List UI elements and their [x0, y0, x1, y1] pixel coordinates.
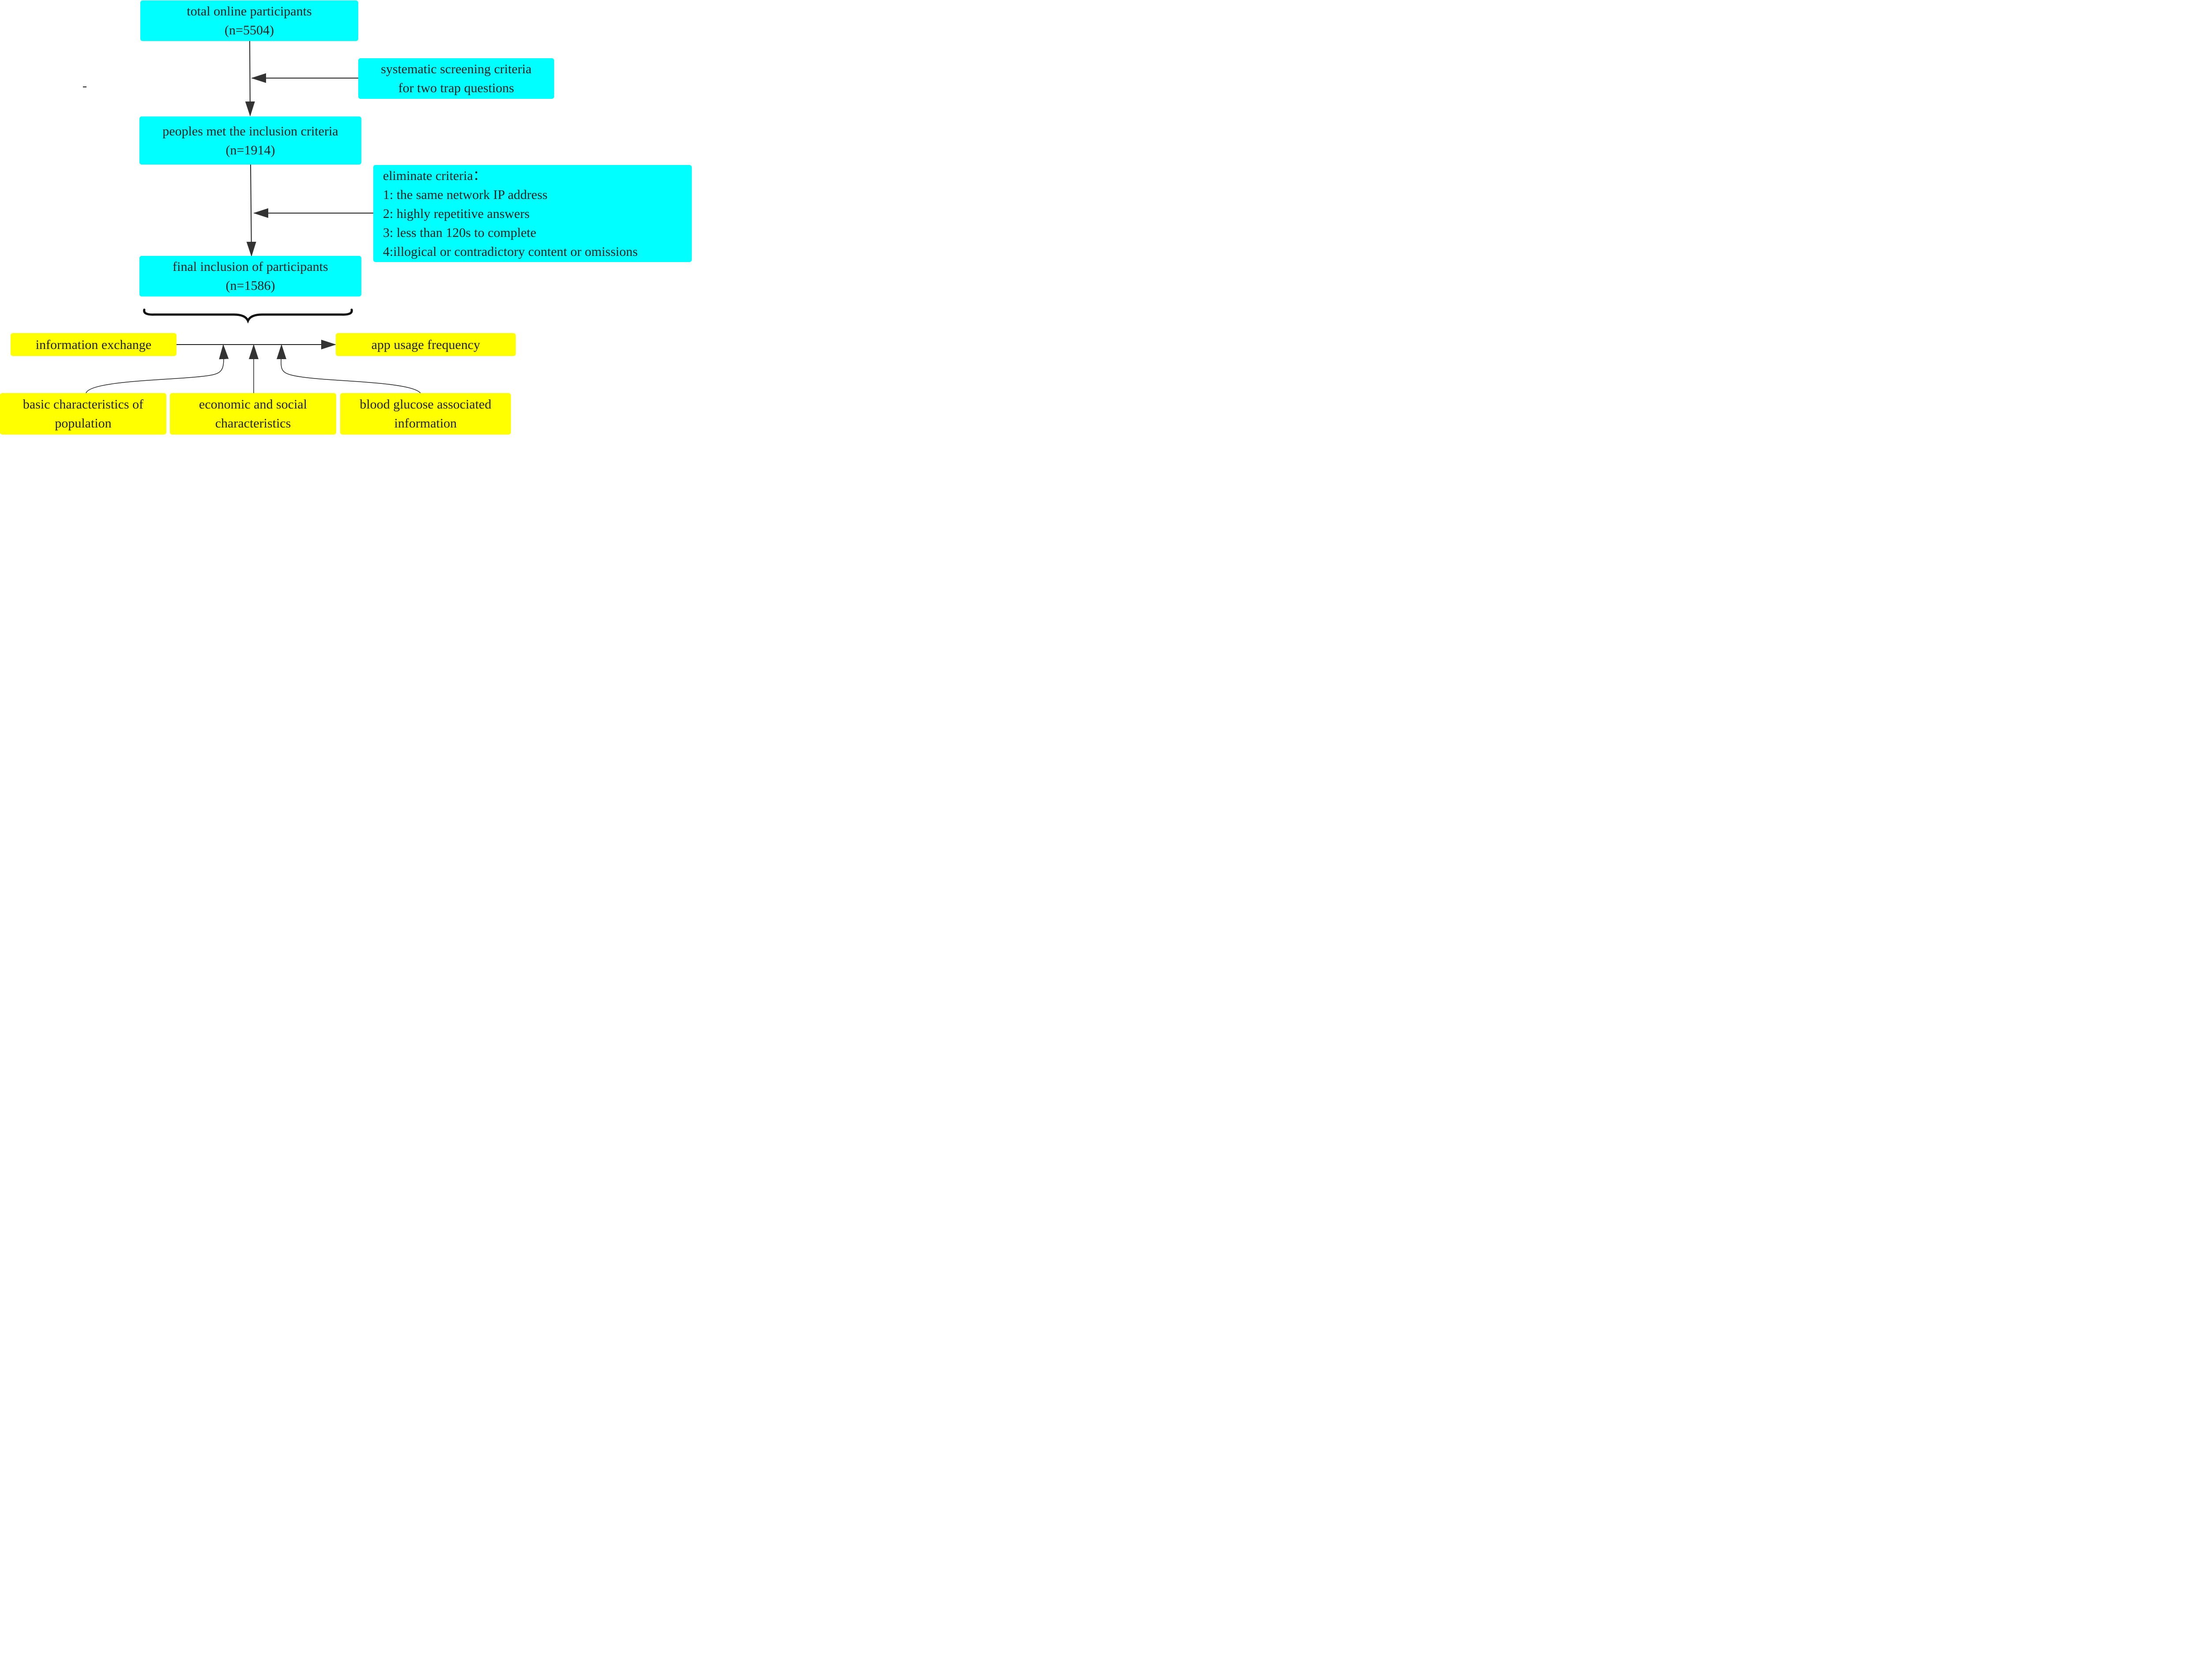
final-inclusion-box: final inclusion of participants (n=1586): [139, 256, 361, 296]
eliminate-criterion-4: 4:illogical or contradictory content or …: [383, 244, 638, 259]
app-usage-frequency-label: app usage frequency: [371, 337, 480, 352]
economic-social-line2: characteristics: [215, 416, 291, 431]
information-exchange-box: information exchange: [11, 333, 176, 356]
eliminate-criteria-box: eliminate criteria： 1: the same network …: [373, 165, 692, 262]
arrow-blood-glucose: [276, 344, 421, 394]
screening-criteria-box: systematic screening criteria for two tr…: [358, 58, 554, 99]
information-exchange-label: information exchange: [35, 337, 152, 352]
total-participants-title: total online participants: [187, 4, 312, 19]
app-usage-frequency-box: app usage frequency: [336, 333, 516, 356]
grouping-brace: [143, 308, 353, 324]
economic-social-line1: economic and social: [199, 397, 307, 412]
eliminate-criterion-1: 1: the same network IP address: [383, 187, 548, 202]
inclusion-met-title: peoples met the inclusion criteria: [162, 124, 338, 139]
eliminate-criterion-2: 2: highly repetitive answers: [383, 206, 530, 221]
basic-characteristics-line1: basic characteristics of: [23, 397, 144, 412]
eliminate-criterion-3: 3: less than 120s to complete: [383, 225, 536, 240]
final-inclusion-count: (n=1586): [225, 278, 275, 293]
total-participants-box: total online participants (n=5504): [140, 0, 358, 41]
inclusion-met-box: peoples met the inclusion criteria (n=19…: [139, 116, 361, 165]
arrow-basic-characteristics: [86, 344, 229, 394]
blood-glucose-line1: blood glucose associated: [360, 397, 491, 412]
connector-layer: [86, 41, 421, 394]
inclusion-met-count: (n=1914): [225, 142, 275, 158]
screening-criteria-line2: for two trap questions: [398, 81, 514, 95]
blood-glucose-line2: information: [394, 416, 457, 431]
basic-characteristics-line2: population: [55, 416, 112, 431]
economic-social-box: economic and social characteristics: [170, 393, 336, 435]
final-inclusion-title: final inclusion of participants: [173, 259, 328, 274]
eliminate-criteria-title: eliminate criteria：: [383, 168, 487, 183]
blood-glucose-box: blood glucose associated information: [340, 393, 511, 435]
stray-dash-mark: [83, 86, 86, 87]
total-participants-count: (n=5504): [225, 23, 274, 38]
screening-criteria-line1: systematic screening criteria: [381, 62, 532, 76]
basic-characteristics-box: basic characteristics of population: [0, 393, 166, 435]
